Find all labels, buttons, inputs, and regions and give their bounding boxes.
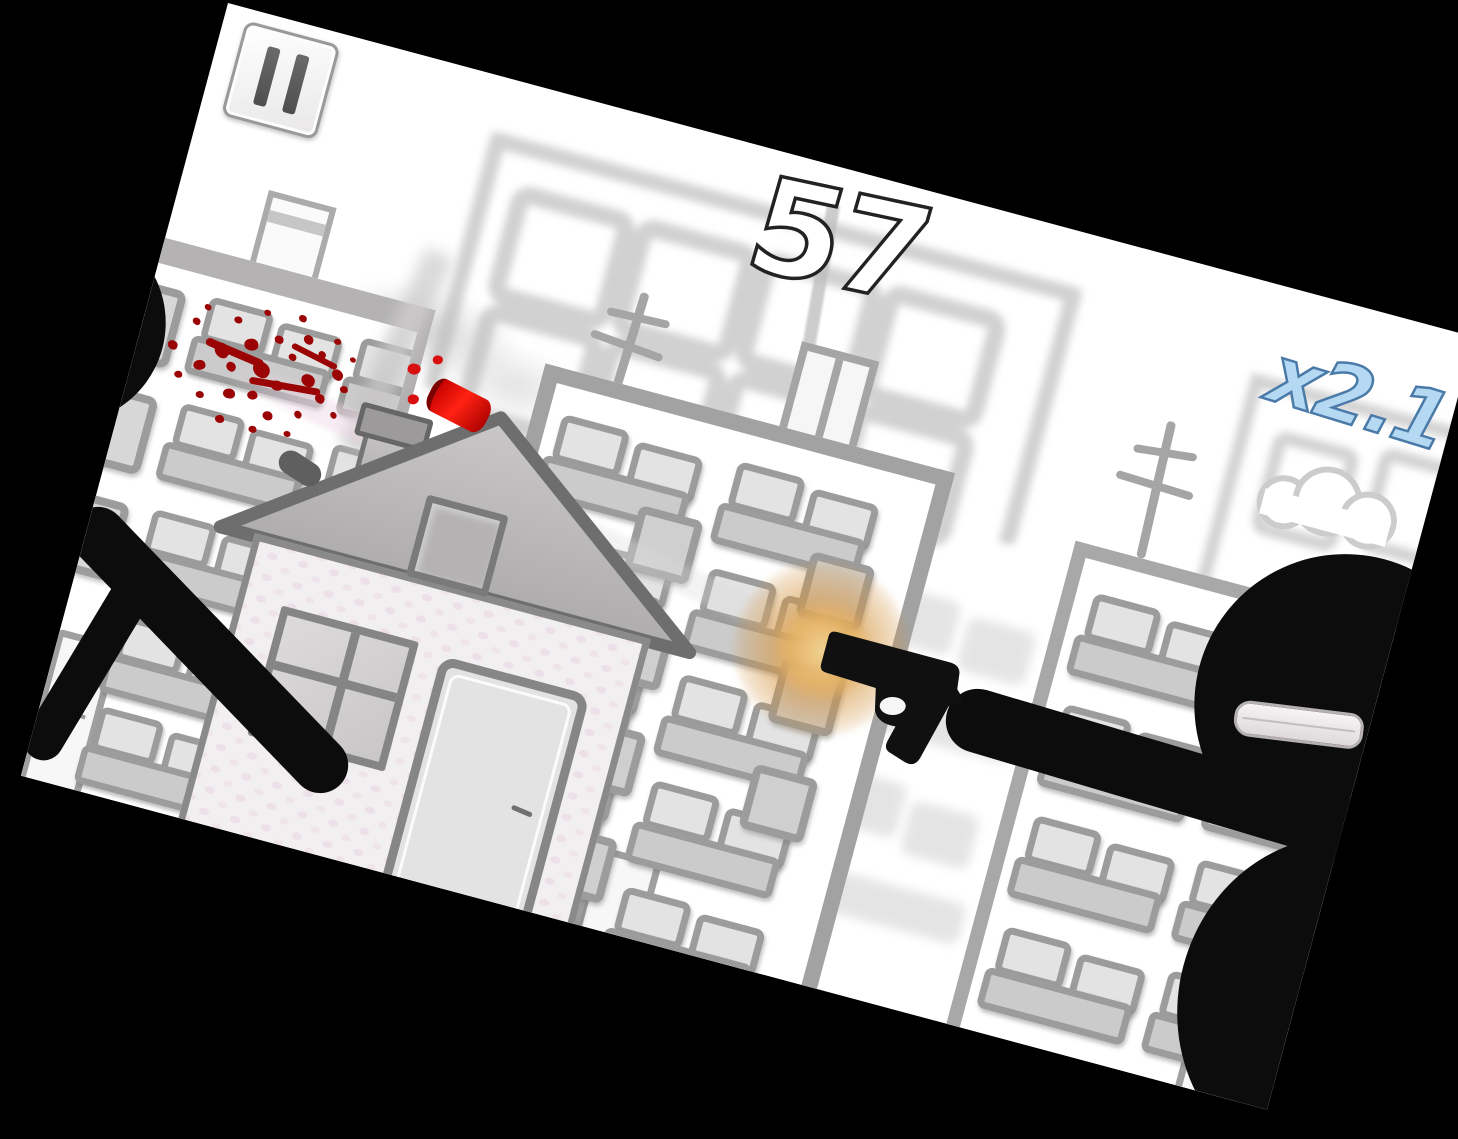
window-unit [1005,814,1183,935]
window-single [70,380,160,476]
blood-dot [333,338,342,346]
blood-dot [283,430,291,437]
house [176,3,1458,931]
pause-button[interactable] [220,20,341,141]
shooter-stickman [228,3,1458,1110]
window-unit [975,925,1153,1047]
pause-icon [252,45,281,108]
window-unit [595,885,772,1005]
blurred-window [898,799,981,871]
blood-dot [248,425,257,434]
blood-dot [195,390,204,399]
game-scene[interactable]: 57 x2.1 [20,3,1458,1110]
telephone-pole-right [1115,420,1198,560]
pistol-icon [820,631,963,765]
blood-dot [262,410,273,421]
pause-icon [281,53,310,115]
blood-dot [339,386,348,394]
blood-dot [234,316,243,324]
blood-dot [222,388,236,399]
